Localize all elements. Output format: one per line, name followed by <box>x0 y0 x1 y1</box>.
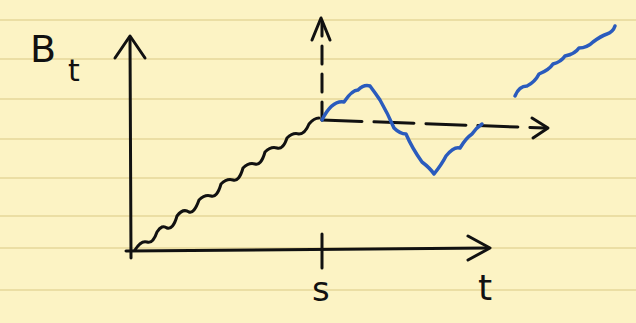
drift-path <box>135 118 319 250</box>
axis-label: t <box>478 270 492 306</box>
paper-lines <box>0 20 636 290</box>
brownian-path <box>322 86 482 175</box>
horizontal-axis <box>126 248 488 251</box>
tick-mark <box>321 234 324 268</box>
dashed-horizontal <box>322 120 545 128</box>
vertical-axis <box>130 38 131 258</box>
dashed-vertical <box>321 22 324 120</box>
axis-arrowhead <box>115 36 145 58</box>
axis-label: B <box>30 30 56 68</box>
axis-subscript: t <box>68 56 80 86</box>
brownian-path <box>515 26 615 96</box>
tick-label: s <box>312 272 330 306</box>
dashed-arrowhead <box>312 18 330 40</box>
dashed-arrowhead <box>532 118 548 138</box>
axis-arrowhead <box>468 236 490 260</box>
